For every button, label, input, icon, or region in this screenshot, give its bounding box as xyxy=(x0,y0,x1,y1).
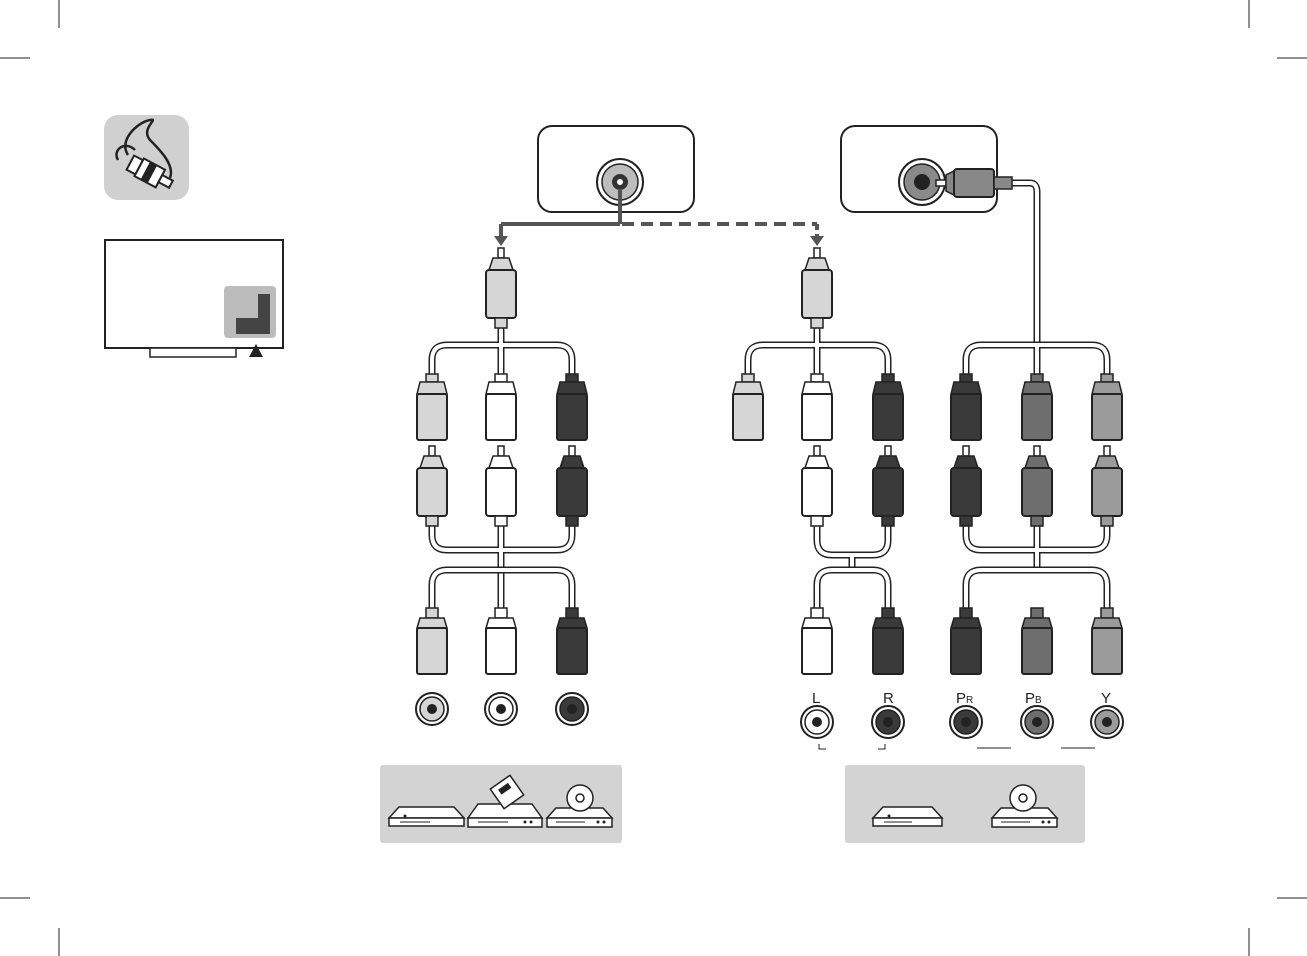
plug-lower xyxy=(802,608,832,674)
plug-middle xyxy=(1022,446,1052,526)
rca-jack xyxy=(801,706,833,738)
plug-lower xyxy=(951,608,981,674)
plug-row-middle xyxy=(417,446,1122,526)
rca-jack xyxy=(556,693,588,725)
cable-harnesses xyxy=(432,330,1107,608)
av-plug-left-top xyxy=(486,248,516,328)
label-pb-sub: B xyxy=(1035,695,1042,706)
plug-lower xyxy=(417,608,447,674)
rca-jack xyxy=(1021,706,1053,738)
port-labels: L R P R P B Y xyxy=(812,690,1111,707)
bracket-marks xyxy=(819,744,1095,749)
rca-jack xyxy=(1091,706,1123,738)
plug-lower xyxy=(873,608,903,674)
plug-upper xyxy=(486,374,516,440)
dvd-player-icon xyxy=(389,807,464,826)
rca-jack xyxy=(950,706,982,738)
rca-jack xyxy=(416,693,448,725)
label-y: Y xyxy=(1101,690,1111,707)
plug-upper xyxy=(417,374,447,440)
label-audio-left: L xyxy=(812,690,820,707)
label-pb: P xyxy=(1025,690,1035,707)
tv-av-input-box xyxy=(538,126,694,212)
label-pr-sub: R xyxy=(966,695,973,706)
device-panel-left xyxy=(380,765,622,843)
plug-middle xyxy=(557,446,587,526)
rca-cable-icon xyxy=(104,115,189,200)
av-plug-right-top xyxy=(802,248,832,328)
plug-row-lower xyxy=(417,608,1122,674)
plug-middle xyxy=(486,446,516,526)
plug-upper xyxy=(951,374,981,440)
tv-rear-panel-icon xyxy=(105,240,283,357)
plug-lower xyxy=(1092,608,1122,674)
plug-middle xyxy=(417,446,447,526)
plug-upper xyxy=(1022,374,1052,440)
label-audio-right: R xyxy=(883,690,894,707)
plug-middle xyxy=(951,446,981,526)
plug-upper xyxy=(873,374,903,440)
plug-middle xyxy=(1092,446,1122,526)
plug-lower xyxy=(486,608,516,674)
rca-jack xyxy=(485,693,517,725)
plug-upper xyxy=(1092,374,1122,440)
plug-upper xyxy=(557,374,587,440)
plug-upper xyxy=(733,374,763,440)
dvd-player-icon xyxy=(873,807,942,826)
label-pr: P xyxy=(956,690,966,707)
rca-jack xyxy=(872,706,904,738)
plug-row-upper xyxy=(417,374,1122,440)
plug-lower xyxy=(557,608,587,674)
device-panel-right xyxy=(845,765,1085,843)
jack-row xyxy=(416,693,1123,738)
plug-lower xyxy=(1022,608,1052,674)
plug-middle xyxy=(802,446,832,526)
plug-upper xyxy=(802,374,832,440)
plug-middle xyxy=(873,446,903,526)
